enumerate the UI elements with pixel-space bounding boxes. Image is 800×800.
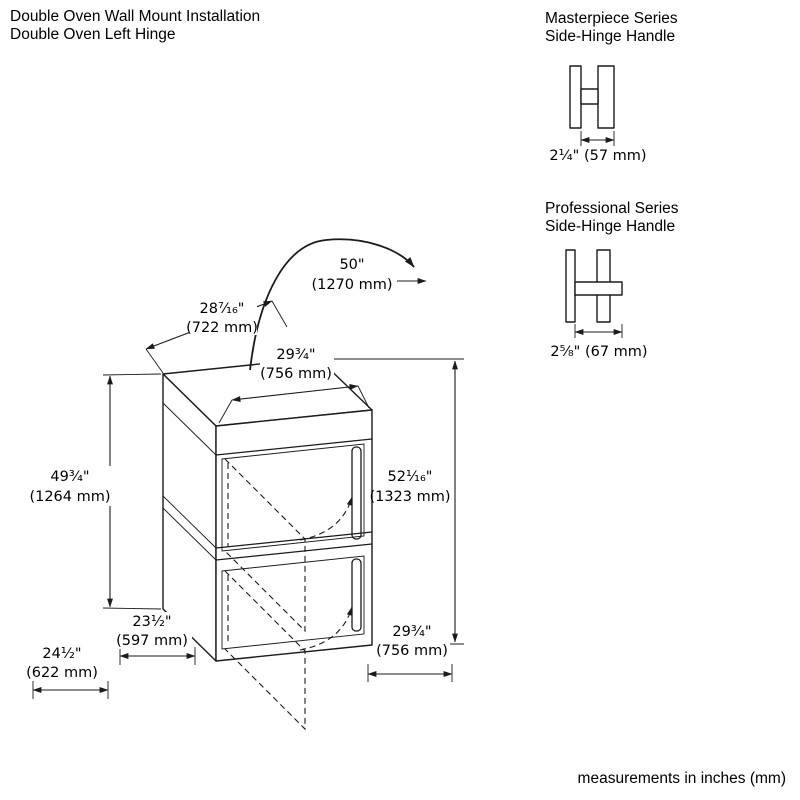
oven-cabinet xyxy=(162,357,373,662)
masterpiece-door-section xyxy=(569,65,582,129)
oven-divider-line-top xyxy=(215,531,373,549)
oven-front-face xyxy=(215,409,373,662)
upper-oven-trim-line xyxy=(215,438,373,456)
upper-oven-door xyxy=(221,443,365,552)
professional-title-line-1: Professional Series xyxy=(545,200,679,217)
lower-door-swing-arrow xyxy=(299,606,353,651)
masterpiece-handle-standoff xyxy=(580,88,599,105)
professional-door-section xyxy=(565,249,576,323)
cable-length-inches: 50" xyxy=(339,257,364,273)
lower-oven-door xyxy=(221,555,365,650)
masterpiece-title-line-1: Masterpiece Series xyxy=(545,10,678,27)
left-height-mm: (1264 mm) xyxy=(29,489,110,505)
bottom-depth-inner-mm: (597 mm) xyxy=(116,633,188,649)
cable-length-mm: (1270 mm) xyxy=(311,277,392,293)
professional-handle-standoff xyxy=(574,281,623,296)
bottom-depth-outer-inches: 24¹⁄₂" xyxy=(42,646,81,662)
top-depth-ext-right xyxy=(271,300,288,328)
right-height-inches: 52¹⁄₁₆" xyxy=(388,469,433,485)
top-depth-ext-left xyxy=(145,348,164,374)
title-line-2: Double Oven Left Hinge xyxy=(10,26,176,43)
left-face-divider-top xyxy=(162,495,217,549)
masterpiece-handle-bar xyxy=(597,65,615,129)
lower-door-open-outline xyxy=(224,570,306,731)
top-width-ext-right xyxy=(357,385,370,409)
dimension-labels: 50" (1270 mm) 28⁷⁄₁₆" (722 mm) 29³⁄₄" (7… xyxy=(26,257,450,681)
top-width-mm: (756 mm) xyxy=(260,366,332,382)
upper-door-swing-arrow xyxy=(299,496,353,541)
left-face-trim-line xyxy=(162,402,217,456)
door-swing-projections xyxy=(224,458,353,731)
top-width-inches: 29³⁄₄" xyxy=(276,347,315,363)
oven-divider-line-bottom xyxy=(215,543,373,561)
masterpiece-title: Masterpiece Series Side-Hinge Handle xyxy=(545,10,678,46)
lower-door-handle xyxy=(351,558,362,632)
professional-handle-diagram xyxy=(565,249,623,338)
bottom-width-inches: 29³⁄₄" xyxy=(392,624,431,640)
title-line-1: Double Oven Wall Mount Installation xyxy=(10,8,261,25)
left-height-inches: 49³⁄₄" xyxy=(50,469,89,485)
upper-door-open-outline xyxy=(224,458,306,633)
bottom-depth-inner-inches: 23¹⁄₂" xyxy=(132,614,171,630)
left-height-ext-bottom xyxy=(102,607,162,610)
page-title: Double Oven Wall Mount Installation Doub… xyxy=(10,8,260,44)
masterpiece-title-line-2: Side-Hinge Handle xyxy=(545,28,676,45)
masterpiece-dimension-label: 2¹⁄₄" (57 mm) xyxy=(549,148,647,164)
left-face-divider-bottom xyxy=(162,507,217,561)
upper-door-handle xyxy=(351,446,362,540)
measurement-units-note: measurements in inches (mm) xyxy=(577,770,786,787)
right-height-mm: (1323 mm) xyxy=(369,489,450,505)
professional-dimension-label: 2⁵⁄₈" (67 mm) xyxy=(550,344,648,360)
left-height-ext-top xyxy=(102,373,162,376)
top-width-dimension-line xyxy=(231,383,359,403)
label-masks xyxy=(24,300,450,681)
bottom-depth-outer-mm: (622 mm) xyxy=(26,665,98,681)
bottom-width-mm: (756 mm) xyxy=(376,643,448,659)
top-width-ext-left xyxy=(218,399,233,424)
top-depth-inches: 28⁷⁄₁₆" xyxy=(200,301,245,317)
masterpiece-handle-diagram xyxy=(569,65,615,146)
professional-title-line-2: Side-Hinge Handle xyxy=(545,218,676,235)
professional-title: Professional Series Side-Hinge Handle xyxy=(545,200,679,236)
top-depth-mm: (722 mm) xyxy=(186,320,258,336)
